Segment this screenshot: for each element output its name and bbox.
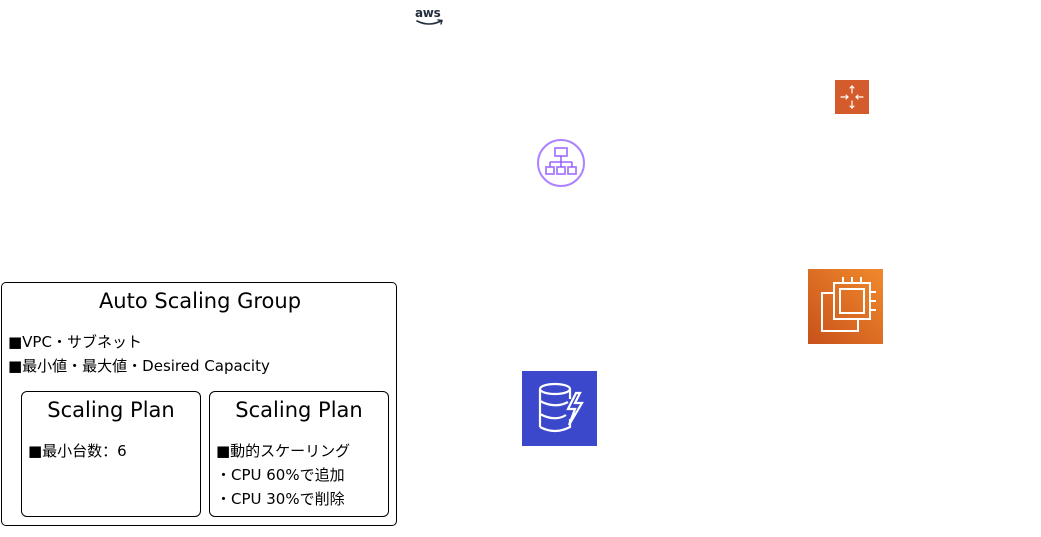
scaling-plan-line: ■最小台数：6 [28, 442, 127, 460]
scaling-plan-title: Scaling Plan [47, 398, 175, 422]
scaling-plan-box-minimum: Scaling Plan ■最小台数：6 [21, 391, 201, 517]
scaling-plan-line: ■動的スケーリング [216, 442, 351, 460]
aws-logo-text: aws [415, 6, 441, 20]
ec2-instance-icon [808, 269, 883, 344]
auto-scaling-group-title: Auto Scaling Group [98, 289, 302, 313]
auto-scaling-group-box: Auto Scaling Group ■VPC・サブネット ■最小値・最大値・D… [1, 282, 397, 526]
scaling-plan-box-dynamic: Scaling Plan ■動的スケーリング ・CPU 60%で追加 ・CPU … [209, 391, 389, 517]
scaling-plan-title: Scaling Plan [235, 398, 363, 422]
elastic-load-balancer-icon [536, 138, 586, 188]
asg-vpc-subnet-line: ■VPC・サブネット [8, 333, 142, 351]
aws-logo: aws [413, 6, 449, 30]
arrows-expand-icon [835, 80, 869, 114]
aws-smile-icon [416, 19, 443, 25]
asg-capacity-line: ■最小値・最大値・Desired Capacity [8, 357, 270, 375]
scaling-plan-line: ・CPU 30%で削除 [216, 490, 345, 508]
dynamodb-icon [522, 371, 597, 446]
scaling-plan-line: ・CPU 60%で追加 [216, 466, 345, 484]
